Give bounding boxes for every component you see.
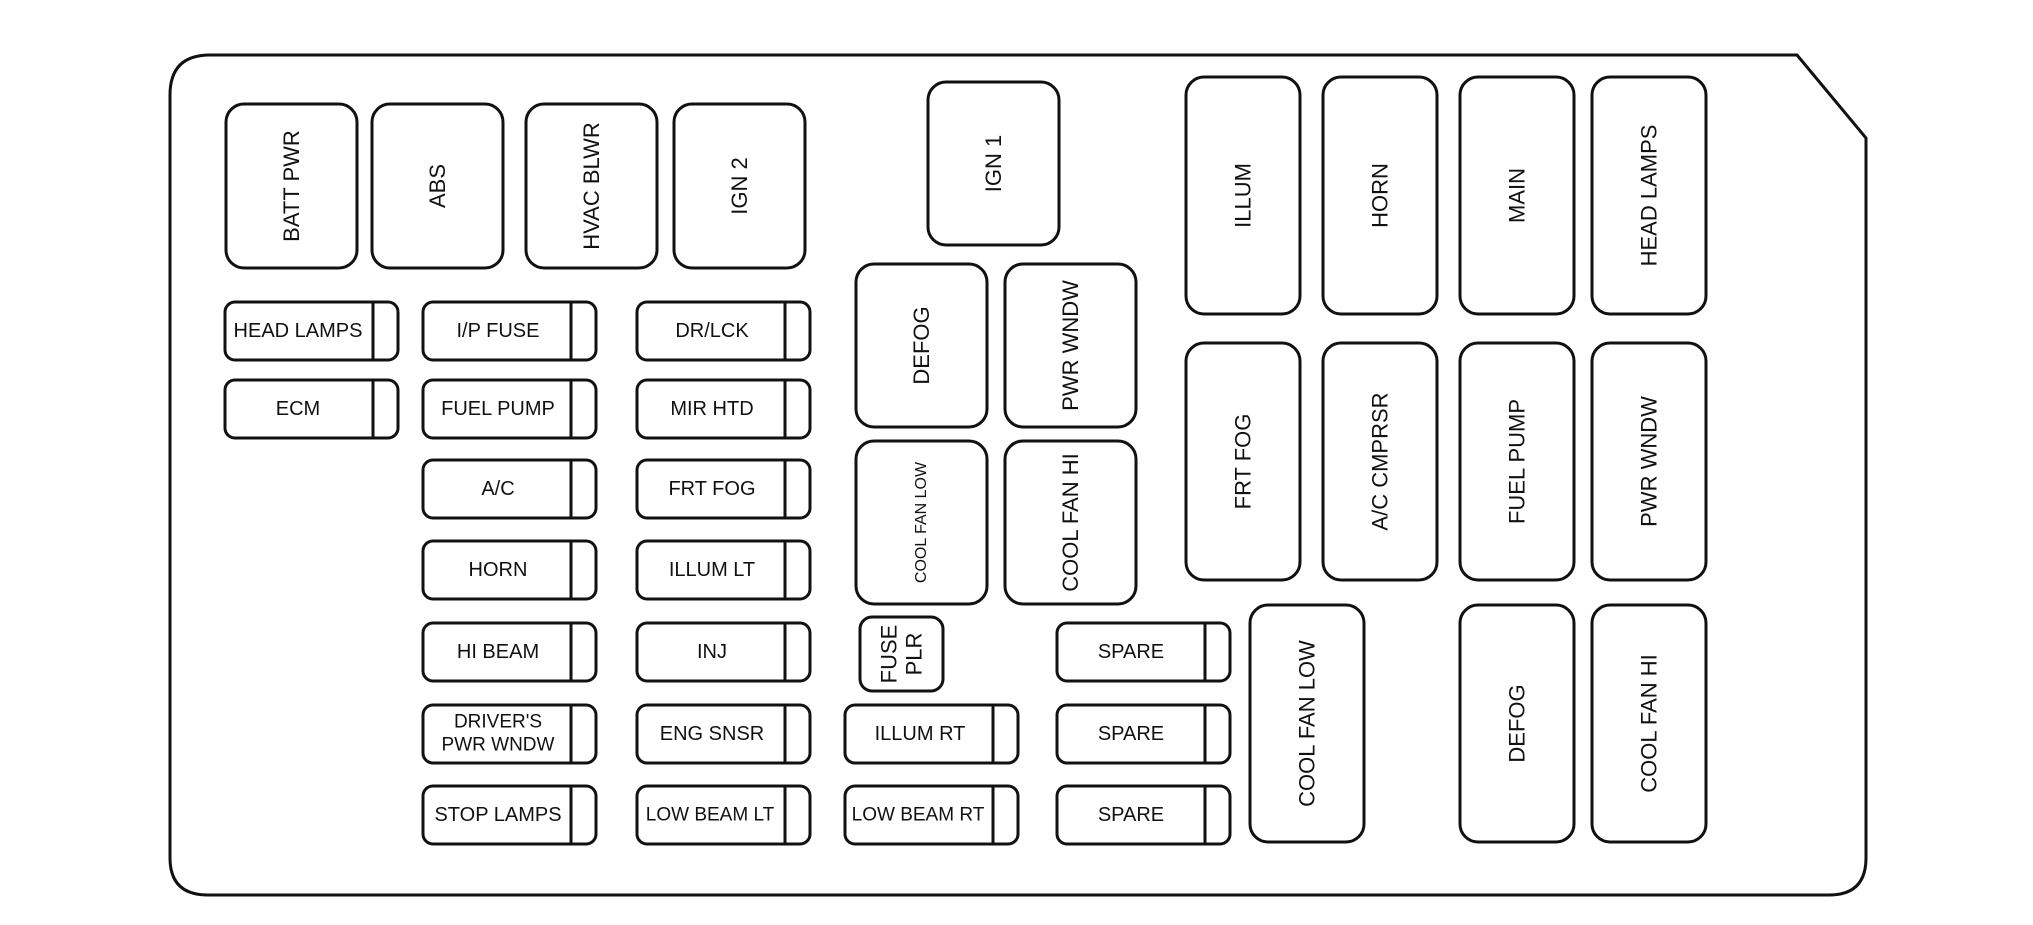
relay-cool-fan-low: COOL FAN LOW bbox=[854, 439, 989, 606]
relay-label: PWR WNDW bbox=[1637, 396, 1662, 527]
relay-label: HEAD LAMPS bbox=[1637, 125, 1662, 267]
relay-fuel-pump: FUEL PUMP bbox=[1458, 341, 1576, 582]
relay-ign-1: IGN 1 bbox=[926, 80, 1061, 247]
relay-ac-cmprsr: A/C CMPRSR bbox=[1321, 341, 1439, 582]
fuse-ecm: ECM bbox=[223, 378, 400, 440]
relay-label: IGN 1 bbox=[981, 135, 1006, 192]
fuse-puller-label-line2: PLR bbox=[902, 633, 927, 676]
fuse-label: I/P FUSE bbox=[457, 320, 540, 342]
relay-label: FUEL PUMP bbox=[1505, 399, 1530, 524]
relay-label: A/C CMPRSR bbox=[1368, 392, 1393, 530]
fuse-fuel-pump: FUEL PUMP bbox=[421, 378, 598, 440]
fuse-stop-lamps: STOP LAMPS bbox=[421, 784, 598, 846]
relay-abs: ABS bbox=[370, 102, 505, 270]
fuse-puller-label-line1: FUSE bbox=[877, 625, 902, 684]
relay-label: MAIN bbox=[1505, 168, 1530, 223]
fuse-label: ENG SNSR bbox=[660, 723, 764, 745]
fuse-label: STOP LAMPS bbox=[434, 804, 561, 826]
relay-label: COOL FAN LOW bbox=[1295, 640, 1320, 807]
fuse-frt-fog: FRT FOG bbox=[635, 458, 812, 520]
fuse-low-beam-rt: LOW BEAM RT bbox=[843, 784, 1020, 846]
fuse-hi-beam: HI BEAM bbox=[421, 621, 598, 683]
fuse-label: LOW BEAM RT bbox=[852, 805, 985, 826]
fuse-label: INJ bbox=[697, 641, 727, 663]
fuse-puller: FUSE PLR bbox=[858, 615, 945, 693]
relay-label: HVAC BLWR bbox=[579, 122, 604, 250]
fuse-label: HEAD LAMPS bbox=[234, 320, 363, 342]
fuse-label: FUEL PUMP bbox=[441, 398, 555, 420]
fuse-label: ILLUM LT bbox=[669, 559, 755, 581]
relay-illum: ILLUM bbox=[1184, 75, 1302, 316]
fuse-inj: INJ bbox=[635, 621, 812, 683]
fuse-label: SPARE bbox=[1098, 641, 1164, 663]
fuse-head-lamps: HEAD LAMPS bbox=[223, 300, 400, 362]
fuse-illum-rt: ILLUM RT bbox=[843, 703, 1020, 765]
relay-ign-2: IGN 2 bbox=[672, 102, 807, 270]
fuse-label: HI BEAM bbox=[457, 641, 539, 663]
fuse-dr-lck: DR/LCK bbox=[635, 300, 812, 362]
relay-label: COOL FAN LOW bbox=[913, 461, 930, 583]
relay-hvac-blwr: HVAC BLWR bbox=[524, 102, 659, 270]
relay-label: ABS bbox=[425, 164, 450, 208]
relay-label: HORN bbox=[1368, 163, 1393, 228]
fuse-label: SPARE bbox=[1098, 804, 1164, 826]
relay-label: PWR WNDW bbox=[1058, 280, 1083, 411]
fuse-illum-lt: ILLUM LT bbox=[635, 539, 812, 601]
fuse-eng-snsr: ENG SNSR bbox=[635, 703, 812, 765]
relay-batt-pwr: BATT PWR bbox=[224, 102, 359, 270]
relay-label: IGN 2 bbox=[727, 157, 752, 214]
relay-label: DEFOG bbox=[1505, 684, 1530, 762]
fuse-label: DR/LCK bbox=[675, 320, 749, 342]
relay-pwr-wndw: PWR WNDW bbox=[1003, 262, 1138, 429]
relay-defog-2: DEFOG bbox=[1458, 603, 1576, 844]
relay-horn: HORN bbox=[1321, 75, 1439, 316]
relay-cool-fan-hi-2: COOL FAN HI bbox=[1590, 603, 1708, 844]
fuse-label-line2: PWR WNDW bbox=[442, 735, 555, 756]
fuse-spare-3: SPARE bbox=[1055, 784, 1232, 846]
relay-frt-fog: FRT FOG bbox=[1184, 341, 1302, 582]
fuse-label: ILLUM RT bbox=[875, 723, 966, 745]
fuse-label: SPARE bbox=[1098, 723, 1164, 745]
relay-label: COOL FAN HI bbox=[1637, 654, 1662, 793]
relay-label: BATT PWR bbox=[279, 130, 304, 242]
fuse-ip-fuse: I/P FUSE bbox=[421, 300, 598, 362]
relay-defog: DEFOG bbox=[854, 262, 989, 429]
fuse-low-beam-lt: LOW BEAM LT bbox=[635, 784, 812, 846]
fuse-ac: A/C bbox=[421, 458, 598, 520]
fuse-label: LOW BEAM LT bbox=[646, 805, 775, 826]
fuse-label: ECM bbox=[276, 398, 320, 420]
relay-cool-fan-low-2: COOL FAN LOW bbox=[1248, 603, 1366, 844]
fuse-label-line1: DRIVER'S bbox=[454, 712, 542, 733]
fuse-horn: HORN bbox=[421, 539, 598, 601]
fuse-label: HORN bbox=[469, 559, 528, 581]
fuse-spare-1: SPARE bbox=[1055, 621, 1232, 683]
fuse-spare-2: SPARE bbox=[1055, 703, 1232, 765]
relay-main: MAIN bbox=[1458, 75, 1576, 316]
fuse-drivers-pwr-wndw: DRIVER'S PWR WNDW bbox=[421, 703, 598, 765]
relay-label: ILLUM bbox=[1231, 163, 1256, 228]
relay-label: DEFOG bbox=[909, 306, 934, 384]
fuse-mir-htd: MIR HTD bbox=[635, 378, 812, 440]
fuse-label: FRT FOG bbox=[668, 478, 755, 500]
relay-pwr-wndw-2: PWR WNDW bbox=[1590, 341, 1708, 582]
fuse-label: A/C bbox=[481, 478, 514, 500]
fuse-label: MIR HTD bbox=[670, 398, 753, 420]
relay-head-lamps: HEAD LAMPS bbox=[1590, 75, 1708, 316]
relay-cool-fan-hi: COOL FAN HI bbox=[1003, 439, 1138, 606]
relay-label: FRT FOG bbox=[1231, 414, 1256, 510]
relay-label: COOL FAN HI bbox=[1058, 453, 1083, 592]
